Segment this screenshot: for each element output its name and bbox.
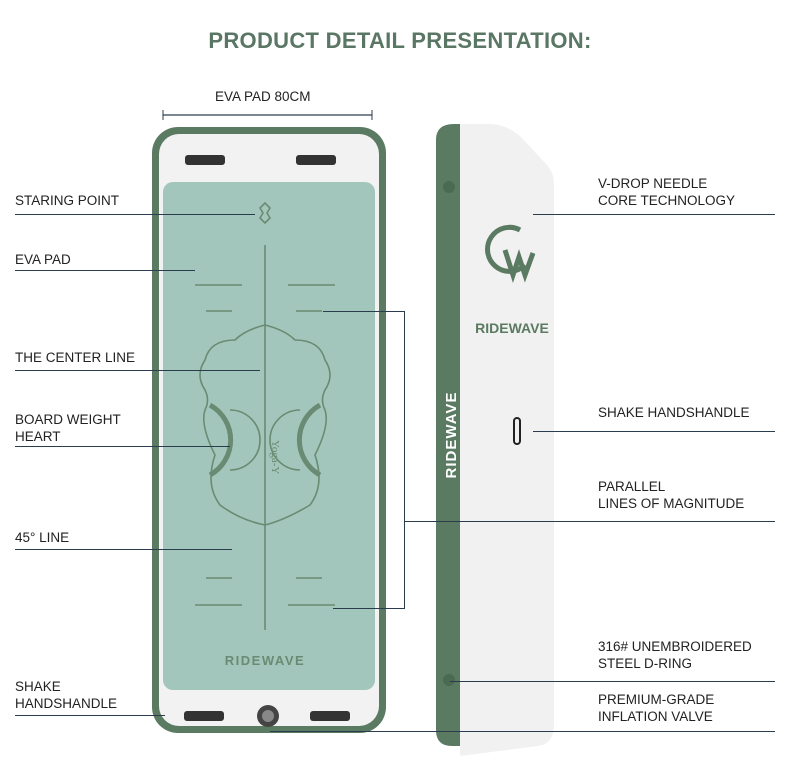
side-logo-text: RIDEWAVE [475,320,549,336]
handle-icon [184,155,350,721]
board-side-view: RIDEWAVE RIDEWAVE [436,124,554,756]
leader-line [15,446,230,447]
pad-logo-text: RIDEWAVE [225,653,305,668]
pad-brand-text: Yoga-Y [269,440,281,474]
label-line-1: PREMIUM-GRADE [598,692,715,707]
leader-line [15,270,195,271]
label-starting-point: STARING POINT [15,193,120,208]
label-line-1: SHAKE [15,679,61,694]
page-title: PRODUCT DETAIL PRESENTATION: [208,28,592,53]
bracket-line [404,311,405,609]
leader-line [270,731,775,732]
label-line-1: V-DROP NEEDLE [598,176,708,191]
dimension-label: EVA PAD 80CM [215,89,311,104]
leader-line [15,214,255,215]
leader-line [15,715,165,716]
label-center-line: THE CENTER LINE [15,350,136,365]
leader-line [405,521,775,522]
label-line-1: 316# UNEMBROIDERED [598,639,752,654]
bracket-line [333,608,405,609]
leader-line [15,549,232,550]
side-brand-text: RIDEWAVE [443,392,460,479]
label-45-line: 45° LINE [15,530,70,545]
label-line-2: HANDSHANDLE [15,695,118,711]
label-line-2: HEART [15,428,61,444]
leader-line [15,370,260,371]
board-front-view: Yoga-Y RIDEWAVE [152,127,386,733]
label-side-handle: SHAKE HANDSHANDLE [598,405,750,420]
leader-line [533,431,775,432]
label-line-1: PARALLEL [598,479,666,494]
leader-line [533,214,775,215]
label-eva-pad: EVA PAD [15,252,71,267]
dimension-line [162,110,373,120]
pad-pattern [195,201,335,630]
leader-line [450,681,775,682]
label-line-2: STEEL D-RING [598,655,693,671]
brand-logo-icon [485,224,536,284]
valve-icon [257,705,279,727]
label-line-2: CORE TECHNOLOGY [598,192,736,208]
label-line-2: INFLATION VALVE [598,708,713,724]
side-handle-icon [513,417,521,445]
label-line-2: LINES OF MAGNITUDE [598,495,745,511]
bracket-line [323,311,405,312]
label-line-1: BOARD WEIGHT [15,412,121,427]
